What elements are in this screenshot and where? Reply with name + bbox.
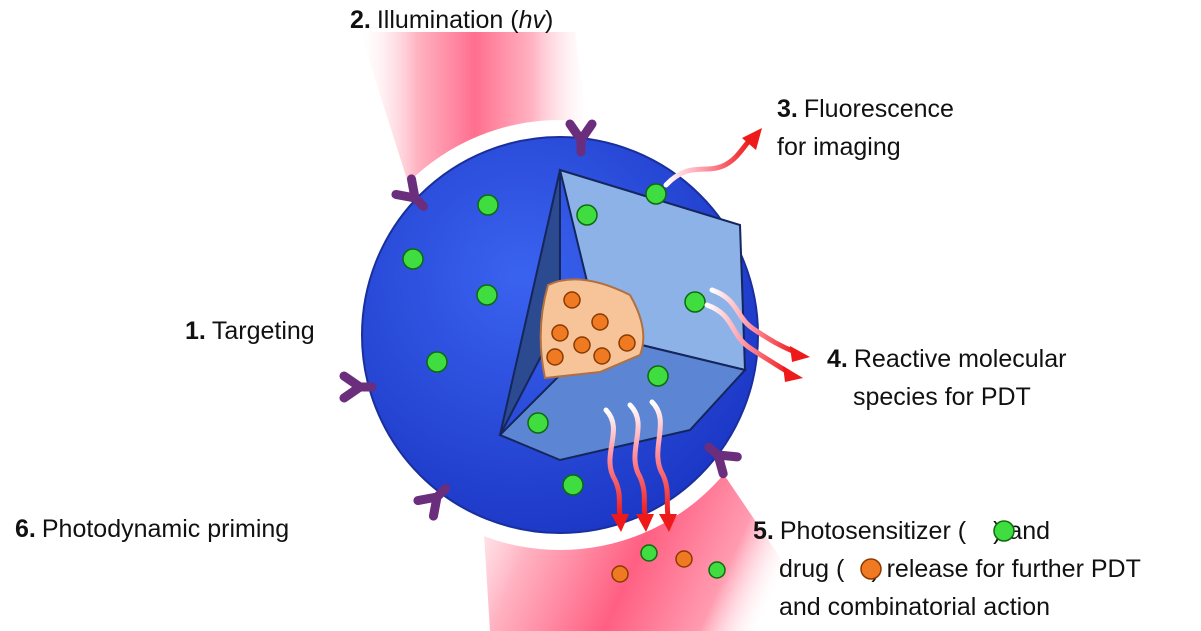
y-shaped-targeting-ligand-icon [704, 442, 742, 479]
photosensitizer-dot-icon [562, 474, 584, 496]
reactive-arrowhead [790, 346, 810, 362]
photosensitizer-dot-icon [426, 351, 448, 373]
label-release-line3: and combinatorial action [779, 593, 1050, 621]
label-reactive-species: 4.Reactive molecular [827, 345, 1066, 373]
y-shaped-targeting-ligand-icon [391, 174, 428, 211]
photosensitizer-dot-icon [476, 284, 498, 306]
y-shaped-targeting-ligand-icon [413, 484, 450, 521]
drug-dot-icon [546, 348, 564, 366]
cutaway-wedge-side [499, 169, 561, 436]
photosensitizer-dot-icon [477, 194, 499, 216]
label-reactive-species-line2: species for PDT [853, 383, 1031, 411]
photosensitizer-dot-icon [684, 291, 706, 313]
drug-dot-icon [573, 336, 591, 354]
photosensitizer-dot-icon [527, 412, 549, 434]
drug-dot-icon [563, 291, 581, 309]
photosensitizer-dot-icon [402, 248, 424, 270]
drug-dot-icon [618, 334, 636, 352]
release-arrowhead [659, 514, 677, 532]
drug-dot-icon [593, 347, 611, 365]
targeting-ligands [339, 119, 742, 521]
photosensitizer-dot-icon [645, 183, 667, 205]
photosensitizer-dot-icon [640, 544, 658, 562]
y-shaped-targeting-ligand-icon [565, 119, 597, 157]
drug-dot-icon [591, 313, 609, 331]
photosensitizer-dot-icon [708, 561, 726, 579]
release-arrowhead [611, 514, 629, 532]
photosensitizer-dot-icon [576, 204, 598, 226]
label-illumination: 2.Illumination (hv) [350, 6, 553, 34]
fluorescence-arrow [663, 128, 762, 188]
drug-dot-icon [611, 565, 629, 583]
reactive-arrowhead [783, 366, 803, 382]
release-arrowhead [636, 514, 654, 532]
release-arrows [603, 399, 671, 518]
core-drug-molecules [546, 291, 636, 366]
drug-dot-icon [675, 550, 693, 568]
label-targeting: 1.Targeting [185, 317, 315, 345]
reactive-species-arrows [704, 287, 798, 375]
released-molecules [611, 544, 726, 583]
label-release-line2: drug () release for further PDT [779, 555, 1141, 583]
y-shaped-targeting-ligand-icon [339, 371, 377, 403]
label-fluorescence: 3.Fluorescence [777, 95, 954, 123]
shell-photosensitizers [402, 183, 706, 496]
photosensitizer-dot-icon [647, 365, 669, 387]
label-fluorescence-line2: for imaging [777, 133, 901, 161]
drug-dot-icon [551, 324, 569, 342]
drug-dot-icon [860, 558, 882, 580]
photosensitizer-dot-icon [993, 520, 1015, 542]
label-photodynamic-priming: 6.Photodynamic priming [15, 515, 289, 543]
